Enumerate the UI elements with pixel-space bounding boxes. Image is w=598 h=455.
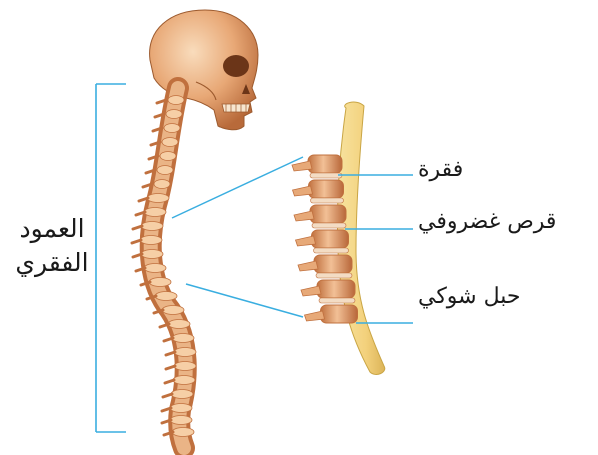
vertebra-process — [298, 261, 318, 271]
vertebra-process — [301, 286, 321, 296]
spine-segment — [171, 390, 193, 399]
label-spinal-column-line1: العمود — [8, 212, 96, 246]
vertebra-body — [308, 155, 342, 173]
spinous-process — [166, 352, 175, 355]
spine-segment — [172, 334, 194, 343]
label-spinal-column: العمود الفقري — [8, 212, 96, 280]
spine-segment — [141, 250, 163, 259]
spinous-process — [166, 366, 175, 369]
spine-segment — [166, 110, 182, 119]
vertebra-process — [293, 186, 313, 196]
label-spinal-cord: حبل شوكي — [418, 283, 521, 311]
spine-segment — [170, 416, 192, 425]
intervertebral-disc — [319, 298, 355, 303]
vertebra-process — [296, 236, 316, 246]
spine-segment — [168, 320, 190, 329]
vertebra-body — [321, 305, 358, 323]
vertebra-body — [310, 205, 346, 223]
spine-segment — [174, 362, 196, 371]
spine-segment — [155, 292, 177, 301]
intervertebral-disc — [311, 198, 344, 203]
vertebra-process — [294, 211, 314, 221]
column-bracket — [96, 84, 126, 432]
vertebra-process — [292, 161, 312, 171]
spinous-process — [132, 240, 141, 243]
spine-segment — [149, 278, 171, 287]
spine-segment — [140, 236, 162, 245]
spine-segment — [170, 404, 192, 413]
spinal-column-illustration — [132, 88, 196, 448]
spine-segment — [157, 166, 173, 175]
spine-segment — [147, 194, 169, 203]
spine-segment — [164, 124, 180, 133]
spine-segment — [162, 306, 184, 315]
label-spinal-column-line2: الفقري — [8, 246, 96, 280]
spine-segment — [160, 152, 176, 161]
spine-segment — [162, 138, 178, 147]
label-intervertebral-disc: قرص غضروفي — [418, 208, 556, 236]
spinous-process — [163, 394, 172, 397]
spine-segment — [173, 376, 195, 385]
spine-segment — [172, 428, 194, 437]
vertebra-body — [309, 180, 344, 198]
spine-segment — [141, 222, 163, 231]
intervertebral-disc — [316, 273, 352, 278]
spinous-process — [165, 380, 174, 383]
vertebra-body — [314, 255, 352, 273]
spine-segment — [174, 348, 196, 357]
label-vertebra: فقرة — [418, 156, 463, 184]
intervertebral-disc — [312, 223, 346, 228]
spine-segment — [144, 264, 166, 273]
spine-segment — [168, 96, 184, 105]
vertebra-process — [305, 311, 325, 321]
zoom-leader-lines — [172, 157, 303, 317]
vertebra-body — [317, 280, 355, 298]
intervertebral-disc — [314, 248, 349, 253]
spine-segment — [154, 180, 170, 189]
spine-segment — [144, 208, 166, 217]
intervertebral-disc — [310, 173, 342, 178]
vertebra-body — [312, 230, 349, 248]
